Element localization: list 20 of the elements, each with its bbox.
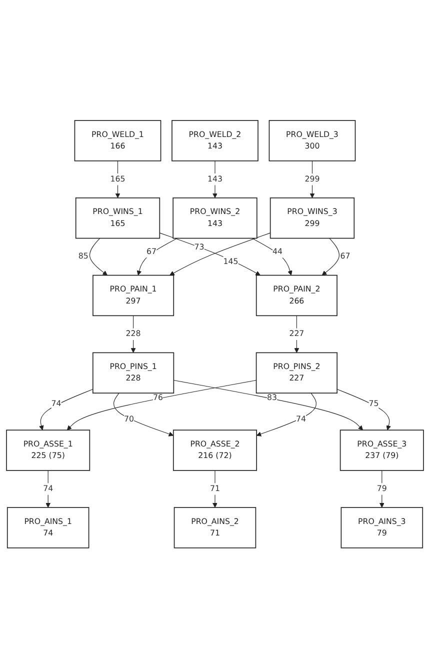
arrow: [38, 388, 94, 430]
arrow: [159, 232, 260, 276]
arrow: [89, 238, 108, 276]
arrow: [252, 238, 292, 276]
arrow: [170, 232, 271, 276]
arrow: [310, 160, 315, 198]
arrow: [130, 315, 136, 353]
arrow: [379, 470, 384, 508]
arrow: [114, 392, 174, 436]
arrow: [256, 392, 316, 436]
arrow: [294, 315, 300, 353]
arrow: [115, 160, 120, 198]
arrow: [336, 388, 391, 430]
arrow: [322, 238, 340, 276]
arrow: [212, 470, 218, 508]
arrow: [66, 380, 257, 430]
arrow: [212, 160, 218, 198]
arrow: [46, 470, 51, 508]
arrow: [136, 238, 178, 276]
arrow: [173, 380, 364, 430]
